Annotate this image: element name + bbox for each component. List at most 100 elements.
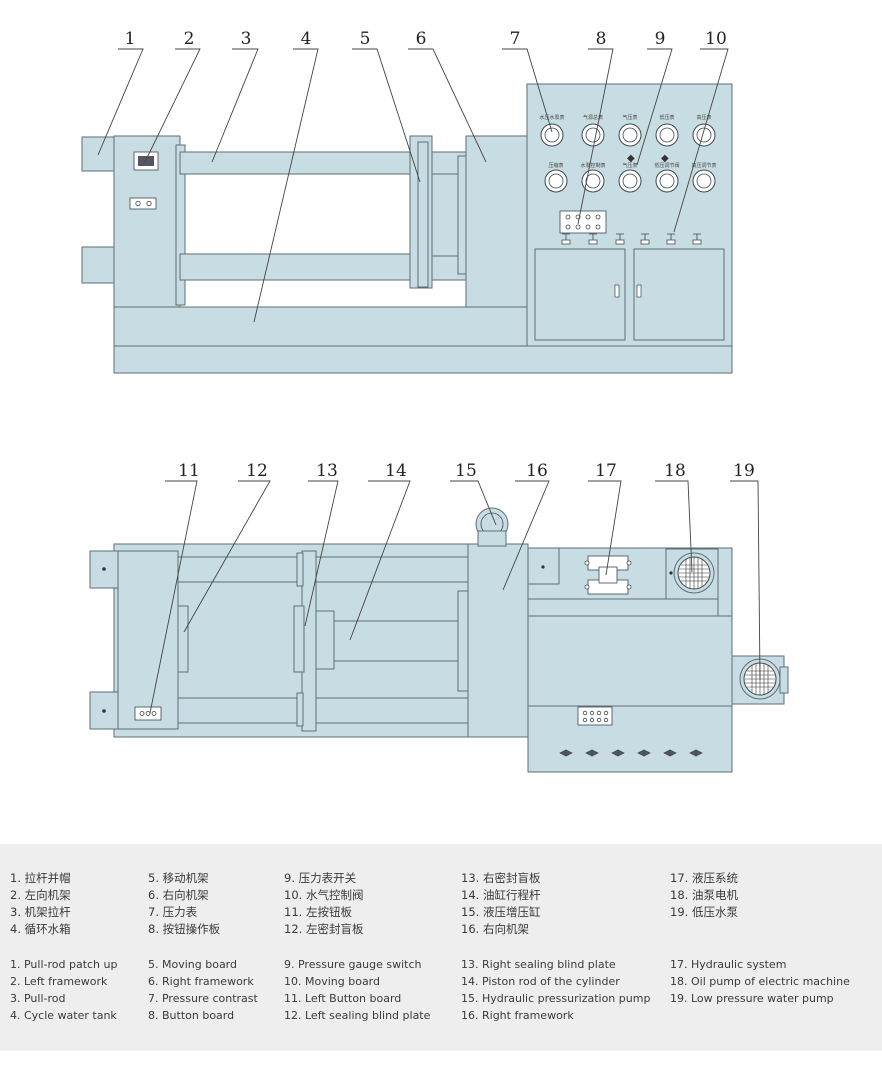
legend-item: 8. Button board <box>148 1009 235 1022</box>
left-framework-flange <box>175 144 186 306</box>
legend-item: 14. Piston rod of the cylinder <box>461 975 620 988</box>
right-framework <box>465 135 529 308</box>
low-pressure-water-pump <box>731 655 789 705</box>
machine-diagram: .m { fill: #c8dde3; stroke: #5c6e74; str… <box>81 29 789 773</box>
legend-item: 12. 左密封盲板 <box>284 922 364 936</box>
callout-6: 6 <box>416 29 427 49</box>
legend-item: 11. 左按钮板 <box>284 905 352 919</box>
legend: 1. 拉杆并帽 2. 左向机架 3. 机架拉杆 4. 循环水箱 5. 移动机架 … <box>0 844 882 1051</box>
left-button-board-top <box>134 706 162 721</box>
legend-item: 18. Oil pump of electric machine <box>670 975 850 988</box>
legend-item: 12. Left sealing blind plate <box>284 1009 431 1022</box>
legend-cn-col-5: 17. 液压系统 18. 油泵电机 19. 低压水泵 <box>670 870 738 921</box>
right-framework-top <box>467 543 529 738</box>
hydraulic-valves-row <box>559 749 703 757</box>
callout-15: 15 <box>455 461 477 481</box>
legend-item: 1. Pull-rod patch up <box>10 958 118 971</box>
pull-rod-nut-lower <box>81 246 117 284</box>
legend-item: 5. 移动机架 <box>148 871 209 885</box>
legend-item: 7. 压力表 <box>148 905 198 919</box>
legend-item: 16. 右向机架 <box>461 922 529 936</box>
pull-rod-top-lower <box>177 697 471 724</box>
legend-item: 2. 左向机架 <box>10 888 71 902</box>
legend-item: 17. Hydraulic system <box>670 958 787 971</box>
callout-14: 14 <box>385 461 407 481</box>
pressure-gauges-row1 <box>540 123 716 147</box>
pull-rod-nut-upper <box>81 136 117 172</box>
panel-label-2-5: 高压调节表 <box>691 162 716 169</box>
legend-item: 2. Left framework <box>10 975 108 988</box>
callout-1: 1 <box>125 29 136 49</box>
moving-board-hub <box>431 173 459 257</box>
callout-13: 13 <box>316 461 338 481</box>
legend-item: 11. Left Button board <box>284 992 402 1005</box>
moving-board-plate <box>417 141 429 288</box>
legend-item: 3. Pull-rod <box>10 992 66 1005</box>
legend-item: 4. Cycle water tank <box>10 1009 117 1022</box>
legend-item: 19. Low pressure water pump <box>670 992 834 1005</box>
legend-item: 9. 压力表开关 <box>284 871 357 885</box>
front-view: 水压水泵表 气源总表 气压表 低压表 高压表 ◆ ◆ 压缩表 水泵控制表 气压表… <box>81 83 733 374</box>
legend-item: 15. 液压增压缸 <box>461 905 541 919</box>
pull-rod-top-upper <box>177 556 471 583</box>
callout-8: 8 <box>596 29 607 49</box>
legend-item: 13. 右密封盲板 <box>461 871 541 885</box>
left-button-board <box>129 197 157 210</box>
legend-item: 10. 水气控制阀 <box>284 888 364 902</box>
callout-16: 16 <box>526 461 548 481</box>
pressure-gauges-row2 <box>544 169 716 193</box>
top-view <box>89 507 789 773</box>
callout-18: 18 <box>664 461 686 481</box>
callout-17: 17 <box>595 461 617 481</box>
callout-7: 7 <box>510 29 521 49</box>
left-sealing-blind-plate <box>177 605 189 673</box>
panel-label-2-2: 水泵控制表 <box>580 162 605 169</box>
panel-label-1-2: 气源总表 <box>583 114 603 121</box>
callout-19: 19 <box>733 461 755 481</box>
panel-label-2-4: 低压调节阀 <box>654 162 679 169</box>
callout-9: 9 <box>655 29 666 49</box>
diamond-icon: ◆ <box>661 153 669 164</box>
panel-label-1-1: 水压水泵表 <box>539 114 564 121</box>
callouts-top: 1 2 3 4 5 6 7 8 9 10 <box>125 29 727 49</box>
legend-item: 6. 右向机架 <box>148 888 209 902</box>
panel-label-1-5: 高压表 <box>696 114 711 121</box>
callout-2: 2 <box>184 29 195 49</box>
legend-item: 10. Moving board <box>284 975 380 988</box>
right-sealing-blind-plate <box>293 605 305 673</box>
leader-lines-top <box>97 48 729 323</box>
cabinet-door-right <box>633 248 725 341</box>
cabinet-door-left <box>534 248 626 341</box>
piston-rod <box>333 620 461 662</box>
legend-en-col-1: 1. Pull-rod patch up 2. Left framework 3… <box>10 956 117 1024</box>
panel-label-1-3: 气压表 <box>622 114 637 121</box>
legend-item: 3. 机架拉杆 <box>10 905 71 919</box>
base-platform <box>113 345 733 374</box>
legend-item: 19. 低压水泵 <box>670 905 738 919</box>
legend-en-col-5: 17. Hydraulic system 18. Oil pump of ele… <box>670 956 850 1007</box>
callout-3: 3 <box>241 29 252 49</box>
legend-en-col-3: 9. Pressure gauge switch 10. Moving boar… <box>284 956 430 1024</box>
diamond-icon: ◆ <box>627 153 635 164</box>
panel-label-2-3: 气压表 <box>622 162 637 169</box>
hydraulic-valve-block <box>584 555 632 595</box>
legend-item: 6. Right framework <box>148 975 254 988</box>
water-gas-control-valves <box>561 233 702 245</box>
oil-pump-motor <box>665 548 719 600</box>
legend-item: 7. Pressure contrast <box>148 992 258 1005</box>
callout-4: 4 <box>301 29 312 49</box>
legend-item: 15. Hydraulic pressurization pump <box>461 992 651 1005</box>
legend-cn-col-4: 13. 右密封盲板 14. 油缸行程杆 15. 液压增压缸 16. 右向机架 <box>461 870 540 938</box>
leader-lines-bottom <box>149 480 761 714</box>
legend-item: 5. Moving board <box>148 958 237 971</box>
left-framework-top <box>117 550 179 730</box>
cycle-water-tank <box>113 306 529 347</box>
callout-10: 10 <box>705 29 727 49</box>
legend-cn-col-3: 9. 压力表开关 10. 水气控制阀 11. 左按钮板 12. 左密封盲板 <box>284 870 363 938</box>
moving-board-hub-top <box>315 610 335 670</box>
legend-en-col-2: 5. Moving board 6. Right framework 7. Pr… <box>148 956 258 1024</box>
legend-cn-col-1: 1. 拉杆并帽 2. 左向机架 3. 机架拉杆 4. 循环水箱 <box>10 870 71 938</box>
legend-en-col-4: 13. Right sealing blind plate 14. Piston… <box>461 956 650 1024</box>
hydraulic-button-board <box>577 706 613 726</box>
panel-label-1-4: 低压表 <box>659 114 674 121</box>
